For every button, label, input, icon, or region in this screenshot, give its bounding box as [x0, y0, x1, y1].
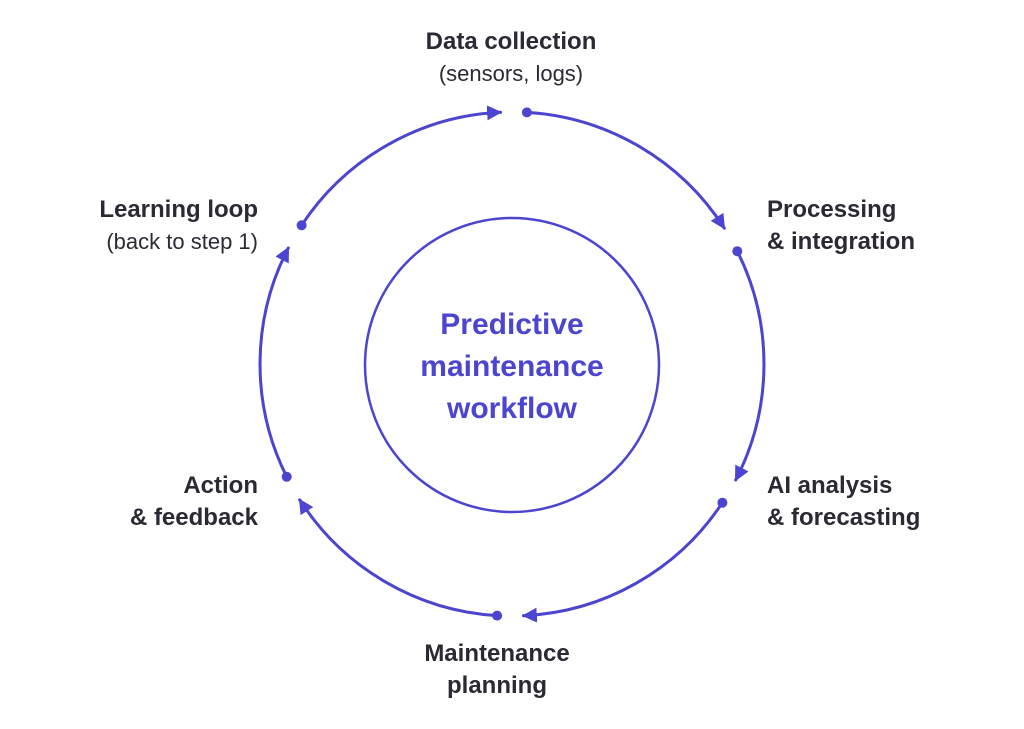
node-dot-maintenance-planning [492, 610, 503, 621]
center-title-line: Predictive [440, 308, 584, 341]
flow-arc-learning-loop [300, 105, 503, 227]
node-dot-learning-loop [296, 220, 307, 231]
node-title: AI analysis [767, 472, 893, 499]
center-title-line: workflow [446, 392, 577, 425]
node-label-data-collection: Data collection (sensors, logs) [361, 26, 661, 90]
flow-arc-maintenance-planning [298, 498, 499, 618]
node-title: & integration [767, 228, 915, 255]
flow-arc-action-feedback [258, 246, 290, 479]
node-title: Maintenance [424, 640, 570, 667]
node-title: planning [447, 672, 547, 699]
node-label-action-feedback: Action & feedback [58, 470, 258, 534]
inner-circle [363, 216, 661, 514]
node-title: Processing [767, 196, 897, 223]
node-label-ai-analysis-forecasting: AI analysis & forecasting [767, 470, 920, 534]
node-label-maintenance-planning: Maintenance planning [347, 638, 647, 702]
node-dot-processing-integration [732, 246, 743, 257]
node-title: Learning loop [99, 196, 258, 223]
node-title: & feedback [129, 504, 258, 531]
node-subtitle: (sensors, logs) [438, 61, 584, 86]
center-title-line: maintenance [420, 350, 604, 383]
node-title: Action [183, 472, 258, 499]
flow-arc-processing-integration [734, 249, 766, 482]
node-dot-ai-analysis-forecasting [717, 497, 728, 508]
node-label-processing-integration: Processing & integration [767, 194, 915, 258]
flow-arc-data-collection [525, 110, 726, 230]
center-title: Predictive maintenance workflow [362, 304, 662, 430]
node-subtitle: (back to step 1) [106, 229, 258, 254]
node-title: Data collection [425, 28, 597, 55]
node-dot-action-feedback [281, 471, 292, 482]
node-title: & forecasting [767, 504, 921, 531]
node-label-learning-loop: Learning loop (back to step 1) [8, 194, 258, 258]
flow-arc-ai-analysis-forecasting [521, 501, 724, 623]
node-dot-data-collection [521, 107, 532, 118]
